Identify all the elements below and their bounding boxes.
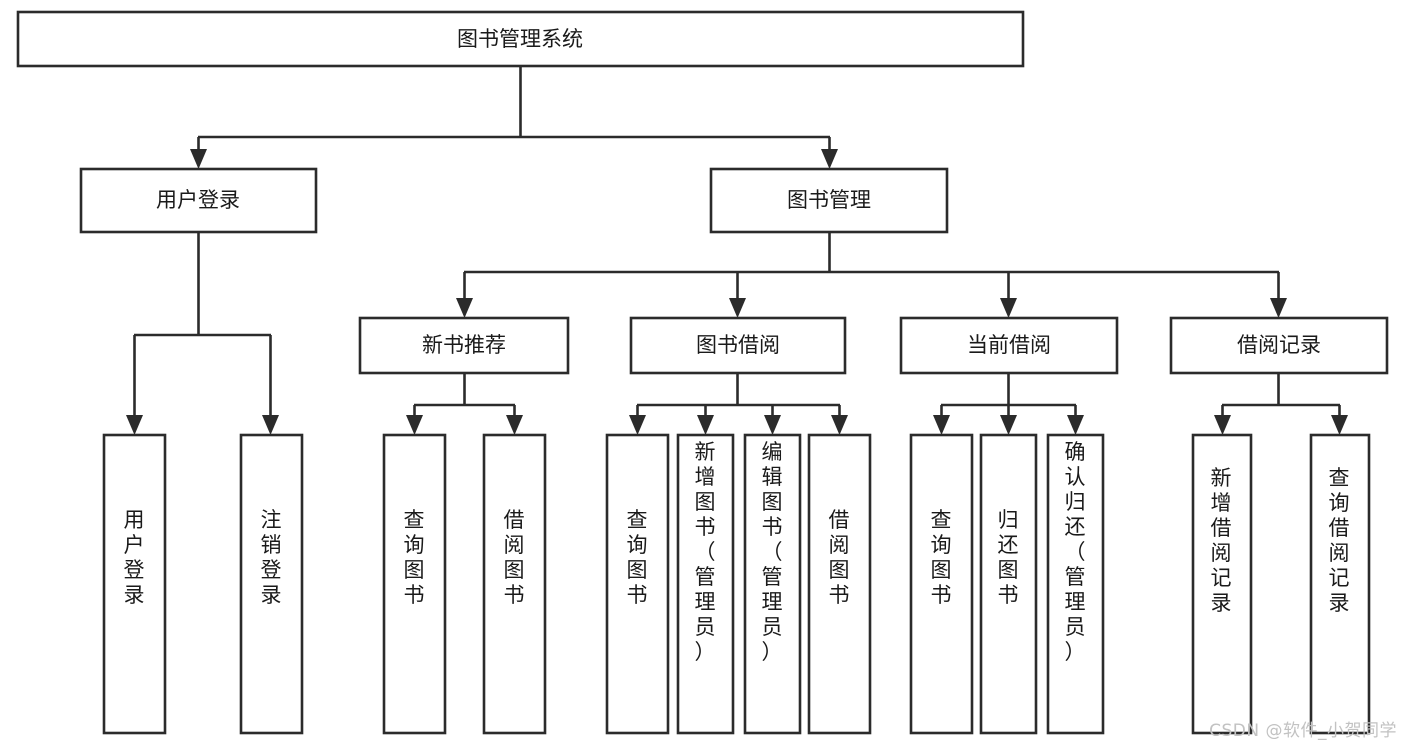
leaf-query-record[interactable]: 查询借阅记录 bbox=[1309, 433, 1371, 735]
leaf-edit-book[interactable]: 编辑图书（管理员） bbox=[743, 433, 802, 735]
user-login-label: 用户登录 bbox=[156, 188, 240, 212]
leaf-return-book-label: 归还图书 bbox=[998, 508, 1019, 607]
leaf-add-record-label: 新增借阅记录 bbox=[1211, 466, 1232, 615]
arrow-leaf-add-book bbox=[697, 415, 714, 435]
leaf-query-book-2-label: 查询图书 bbox=[627, 508, 648, 607]
book-manage-label: 图书管理 bbox=[787, 188, 871, 212]
leaf-borrow-book-2-label: 借阅图书 bbox=[829, 508, 850, 607]
leaf-return-book[interactable]: 归还图书 bbox=[979, 433, 1038, 735]
leaf-edit-book-box[interactable] bbox=[743, 433, 802, 735]
arrow-to-user-login bbox=[190, 149, 207, 169]
arrow-to-book-manage bbox=[821, 149, 838, 169]
leaf-query-record-label: 查询借阅记录 bbox=[1329, 466, 1350, 615]
leaf-logout-label: 注销登录 bbox=[261, 508, 282, 607]
arrow-leaf-query-book-3 bbox=[933, 415, 950, 435]
leaf-add-book-box[interactable] bbox=[676, 433, 735, 735]
leaf-query-book-2-box[interactable] bbox=[605, 433, 670, 735]
arrow-leaf-query-book-1 bbox=[406, 415, 423, 435]
leaf-query-book-1-box[interactable] bbox=[382, 433, 447, 735]
node-book-borrow[interactable]: 图书借阅 bbox=[629, 316, 847, 375]
leaf-borrow-book-1-box[interactable] bbox=[482, 433, 547, 735]
arrow-leaf-return-book bbox=[1000, 415, 1017, 435]
node-borrow-record[interactable]: 借阅记录 bbox=[1169, 316, 1389, 375]
leaf-query-record-box[interactable] bbox=[1309, 433, 1371, 735]
leaf-borrow-book-1-label: 借阅图书 bbox=[504, 508, 525, 607]
leaf-user-login-box[interactable] bbox=[102, 433, 167, 735]
arrow-leaf-logout bbox=[262, 415, 279, 435]
book-borrow-label: 图书借阅 bbox=[696, 333, 780, 357]
arrow-leaf-query-record bbox=[1331, 415, 1348, 435]
leaf-user-login-label: 用户登录 bbox=[124, 508, 145, 607]
user-login-box[interactable] bbox=[79, 167, 318, 234]
leaf-edit-book-label: 编辑图书（管理员） bbox=[762, 440, 783, 664]
arrow-leaf-borrow-book-2 bbox=[831, 415, 848, 435]
arrow-leaf-borrow-book-1 bbox=[506, 415, 523, 435]
leaf-query-book-1[interactable]: 查询图书 bbox=[382, 433, 447, 735]
leaf-borrow-book-2-box[interactable] bbox=[807, 433, 872, 735]
arrow-to-borrow-record bbox=[1270, 298, 1287, 318]
book-manage-box[interactable] bbox=[709, 167, 949, 234]
leaf-confirm-return-box[interactable] bbox=[1046, 433, 1105, 735]
leaf-add-book[interactable]: 新增图书（管理员） bbox=[676, 433, 735, 735]
leaf-confirm-return[interactable]: 确认归还（管理员） bbox=[1046, 433, 1105, 735]
leaf-query-book-3-box[interactable] bbox=[909, 433, 974, 735]
arrow-to-new-book-recommend bbox=[456, 298, 473, 318]
leaf-query-book-3-label: 查询图书 bbox=[931, 508, 952, 607]
arrow-to-book-borrow bbox=[729, 298, 746, 318]
leaf-query-book-3[interactable]: 查询图书 bbox=[909, 433, 974, 735]
csdn-watermark: CSDN @软件_小贺同学 bbox=[1209, 721, 1397, 741]
root-label: 图书管理系统 bbox=[457, 27, 583, 51]
node-current-borrow[interactable]: 当前借阅 bbox=[899, 316, 1119, 375]
node-book-manage[interactable]: 图书管理 bbox=[709, 167, 949, 234]
book-borrow-box[interactable] bbox=[629, 316, 847, 375]
leaf-borrow-book-1[interactable]: 借阅图书 bbox=[482, 433, 547, 735]
arrow-leaf-add-record bbox=[1214, 415, 1231, 435]
connectors bbox=[126, 66, 1348, 435]
new-book-recommend-label: 新书推荐 bbox=[422, 333, 506, 357]
leaf-add-record-box[interactable] bbox=[1191, 433, 1253, 735]
node-user-login[interactable]: 用户登录 bbox=[79, 167, 318, 234]
leaf-confirm-return-label: 确认归还（管理员） bbox=[1065, 440, 1086, 664]
arrow-leaf-query-book-2 bbox=[629, 415, 646, 435]
leaf-query-book-2[interactable]: 查询图书 bbox=[605, 433, 670, 735]
leaf-add-record[interactable]: 新增借阅记录 bbox=[1191, 433, 1253, 735]
root-box[interactable] bbox=[16, 10, 1025, 68]
arrow-leaf-user-login bbox=[126, 415, 143, 435]
leaf-add-book-label: 新增图书（管理员） bbox=[695, 440, 716, 664]
arrow-leaf-edit-book bbox=[764, 415, 781, 435]
leaf-borrow-book-2[interactable]: 借阅图书 bbox=[807, 433, 872, 735]
arrow-to-current-borrow bbox=[1000, 298, 1017, 318]
current-borrow-label: 当前借阅 bbox=[967, 333, 1051, 357]
arrow-leaf-confirm-return bbox=[1067, 415, 1084, 435]
node-root[interactable]: 图书管理系统 bbox=[16, 10, 1025, 68]
leaf-logout-box[interactable] bbox=[239, 433, 304, 735]
borrow-record-label: 借阅记录 bbox=[1237, 333, 1321, 357]
leaf-return-book-box[interactable] bbox=[979, 433, 1038, 735]
node-new-book-recommend[interactable]: 新书推荐 bbox=[358, 316, 570, 375]
leaf-user-login[interactable]: 用户登录 bbox=[102, 433, 167, 735]
leaf-query-book-1-label: 查询图书 bbox=[404, 508, 425, 607]
leaf-logout[interactable]: 注销登录 bbox=[239, 433, 304, 735]
new-book-recommend-box[interactable] bbox=[358, 316, 570, 375]
current-borrow-box[interactable] bbox=[899, 316, 1119, 375]
borrow-record-box[interactable] bbox=[1169, 316, 1389, 375]
